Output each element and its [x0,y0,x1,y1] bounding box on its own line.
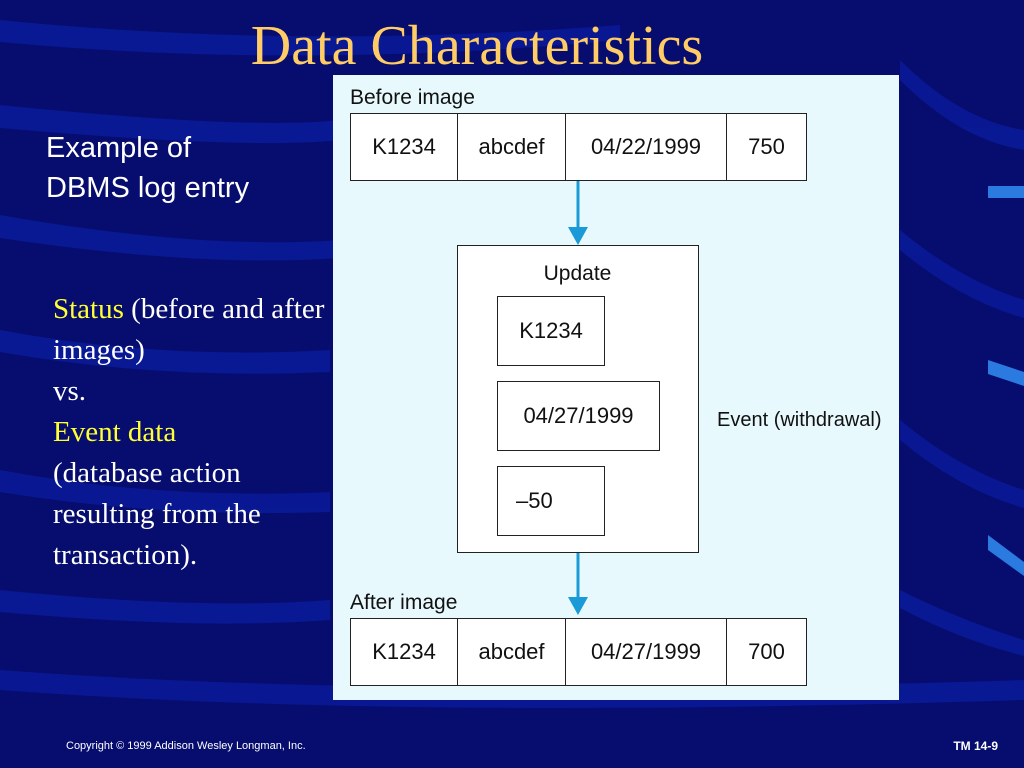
update-cell-date: 04/27/1999 [497,381,660,451]
before-cell-key: K1234 [351,114,458,180]
before-cell-date: 04/22/1999 [566,114,727,180]
copyright-text: Copyright © 1999 Addison Wesley Longman,… [66,740,306,752]
slide-subtitle: Example of DBMS log entry [46,128,249,208]
event-label: Event (withdrawal) [717,409,882,431]
after-cell-key: K1234 [351,619,458,685]
down-arrow-icon [568,553,588,615]
event-description: (database action resulting from the tran… [53,457,261,571]
before-image-label: Before image [350,86,475,109]
status-description: (before and after images) [53,293,325,366]
update-cell-amount: –50 [497,466,605,536]
update-cell-key: K1234 [497,296,605,366]
subtitle-line-1: Example of [46,132,192,164]
event-term: Event data [53,416,177,448]
body-text: Status (before and after images) vs. Eve… [53,289,328,576]
after-cell-date: 04/27/1999 [566,619,727,685]
page-number: TM 14-9 [953,739,998,753]
status-term: Status [53,293,124,325]
before-image-record: K1234 abcdef 04/22/1999 750 [350,113,807,181]
after-image-label: After image [350,591,458,614]
before-cell-name: abcdef [458,114,566,180]
log-entry-diagram: Before image K1234 abcdef 04/22/1999 750… [333,75,899,700]
vs-text: vs. [53,375,87,407]
after-image-record: K1234 abcdef 04/27/1999 700 [350,618,807,686]
slide-title: Data Characteristics [250,15,704,77]
update-box: Update K1234 04/27/1999 –50 [457,245,699,553]
after-cell-amount: 700 [748,639,785,664]
subtitle-line-2: DBMS log entry [46,172,250,204]
after-cell-name: abcdef [458,619,566,685]
before-cell-amount: 750 [748,134,785,159]
update-label: Update [543,262,612,285]
down-arrow-icon [568,181,588,245]
